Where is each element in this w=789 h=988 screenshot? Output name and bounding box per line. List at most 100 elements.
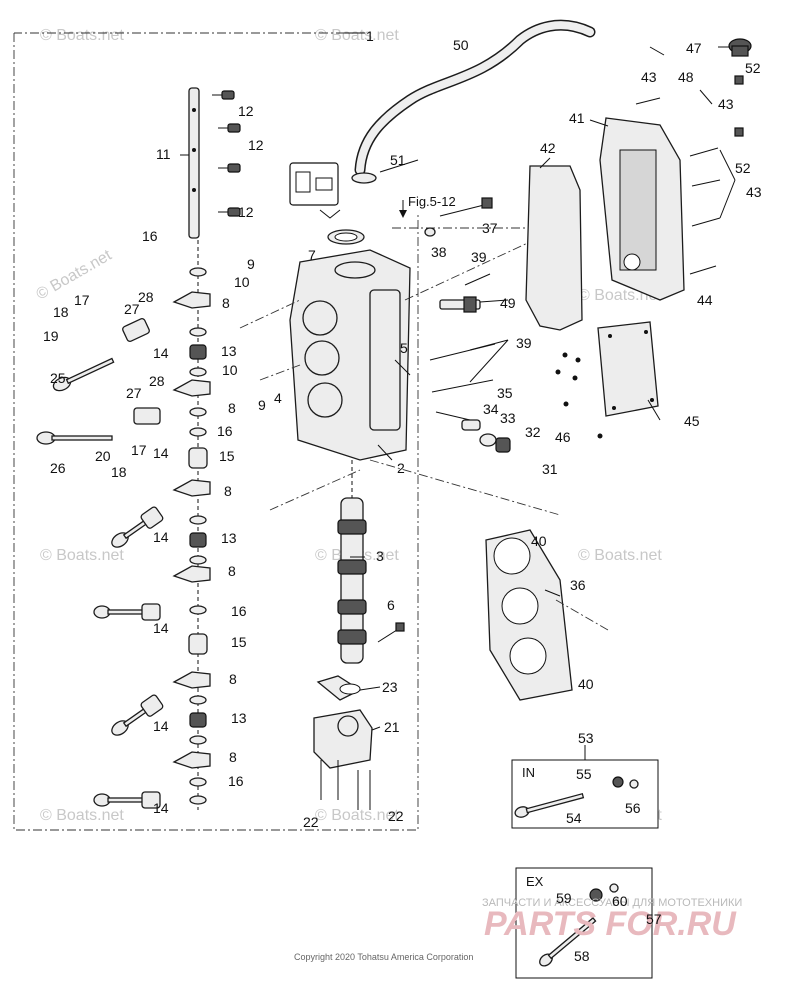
oil-cap <box>728 38 752 57</box>
watermark: © Boats.net <box>40 27 124 44</box>
hose-clip <box>351 172 377 184</box>
callout-15a: 15 <box>219 448 235 464</box>
washer <box>424 227 436 237</box>
callout-5: 5 <box>400 340 408 356</box>
callout-20: 20 <box>95 448 111 464</box>
inset-intake-valve: IN <box>511 759 659 829</box>
washer-part <box>189 267 207 277</box>
cover-gasket <box>525 165 583 331</box>
callout-42: 42 <box>540 140 556 156</box>
callout-28b: 28 <box>149 373 165 389</box>
callout-28a: 28 <box>138 289 154 305</box>
callout-25: 25 <box>50 370 66 386</box>
callout-numbers: 1 2 3 4 5 6 7 8 8 8 8 8 8 9 9 10 10 11 1… <box>43 28 762 964</box>
callout-1: 1 <box>366 28 374 44</box>
rocker-stack <box>172 267 211 805</box>
washer-part <box>189 555 207 565</box>
callout-14e: 14 <box>153 718 169 734</box>
inset-label-ex: EX <box>526 874 544 889</box>
callout-9a: 9 <box>247 256 255 272</box>
spring-part <box>189 712 207 728</box>
leader-lines <box>350 46 736 731</box>
callout-40a: 40 <box>531 533 547 549</box>
washer-part <box>189 427 207 437</box>
callout-31: 31 <box>542 461 558 477</box>
cylinder-head <box>289 249 411 461</box>
callout-8f: 8 <box>229 749 237 765</box>
callout-11: 11 <box>156 146 171 162</box>
callout-54: 54 <box>566 810 582 826</box>
bolt <box>394 359 411 376</box>
thermostat-parts <box>435 411 511 453</box>
plug <box>734 127 744 137</box>
callout-34: 34 <box>483 401 499 417</box>
callout-13c: 13 <box>231 710 247 726</box>
watermark: © Boats.net <box>40 807 124 824</box>
washer-part <box>189 777 207 787</box>
callout-16d: 16 <box>228 773 244 789</box>
callout-33: 33 <box>500 410 516 426</box>
callout-23: 23 <box>382 679 398 695</box>
callout-9b: 9 <box>258 397 266 413</box>
callout-14a: 14 <box>153 345 169 361</box>
callout-2: 2 <box>397 460 405 476</box>
callout-15b: 15 <box>231 634 247 650</box>
callout-16c: 16 <box>231 603 247 619</box>
callout-40b: 40 <box>578 676 594 692</box>
collar-part <box>188 447 208 469</box>
bolt <box>431 379 494 393</box>
callout-49: 49 <box>500 295 516 311</box>
rocker-part <box>172 671 211 689</box>
callout-8e: 8 <box>229 671 237 687</box>
copyright-text: Copyright 2020 Tohatsu America Corporati… <box>294 952 473 962</box>
overlay-brand: PARTS FOR.RU <box>484 905 737 943</box>
callout-58: 58 <box>574 948 590 964</box>
washer-part <box>189 695 207 705</box>
callout-32: 32 <box>525 424 541 440</box>
pump-bolts <box>320 760 371 810</box>
filter-icon <box>289 162 341 219</box>
callout-14c: 14 <box>153 529 169 545</box>
callout-7: 7 <box>308 247 316 263</box>
spark-plug <box>439 296 481 313</box>
callout-41: 41 <box>569 110 585 126</box>
watermark: © Boats.net <box>578 547 662 564</box>
callout-12a: 12 <box>238 103 254 119</box>
callout-10b: 10 <box>222 362 238 378</box>
callout-12c: 12 <box>238 204 254 220</box>
plug <box>734 75 744 85</box>
callout-57: 57 <box>646 911 662 927</box>
callout-8b: 8 <box>228 400 236 416</box>
callout-19: 19 <box>43 328 59 344</box>
callout-16a: 16 <box>142 228 158 244</box>
callout-18a: 18 <box>53 304 69 320</box>
callout-4: 4 <box>274 390 282 406</box>
projection-lines <box>555 599 609 631</box>
callout-55: 55 <box>576 766 592 782</box>
callout-22b: 22 <box>388 808 404 824</box>
callout-43c: 43 <box>746 184 762 200</box>
overlay-caption: ЗАПЧАСТИ И АКСЕССУАРЫ ДЛЯ МОТОТЕХНИКИ <box>482 897 742 909</box>
washer-part <box>189 367 207 377</box>
callout-60: 60 <box>612 893 628 909</box>
bolt-37 <box>439 197 493 217</box>
fig-reference: Fig.5-12 <box>408 194 456 209</box>
rocker-part <box>172 379 211 397</box>
callout-46: 46 <box>555 429 571 445</box>
oil-pump <box>313 709 373 769</box>
head-cover <box>599 117 685 301</box>
callout-35: 35 <box>497 385 513 401</box>
callout-18b: 18 <box>111 464 127 480</box>
rocker-part <box>172 479 211 497</box>
callout-36: 36 <box>570 577 586 593</box>
callout-48: 48 <box>678 69 694 85</box>
rocker-part <box>172 291 211 309</box>
callout-13b: 13 <box>221 530 237 546</box>
watermark: © Boats.net <box>315 27 399 44</box>
callout-6: 6 <box>387 597 395 613</box>
bolt <box>464 273 491 286</box>
spring-part <box>189 344 207 360</box>
callout-38: 38 <box>431 244 447 260</box>
callout-56: 56 <box>625 800 641 816</box>
callout-47: 47 <box>686 40 702 56</box>
